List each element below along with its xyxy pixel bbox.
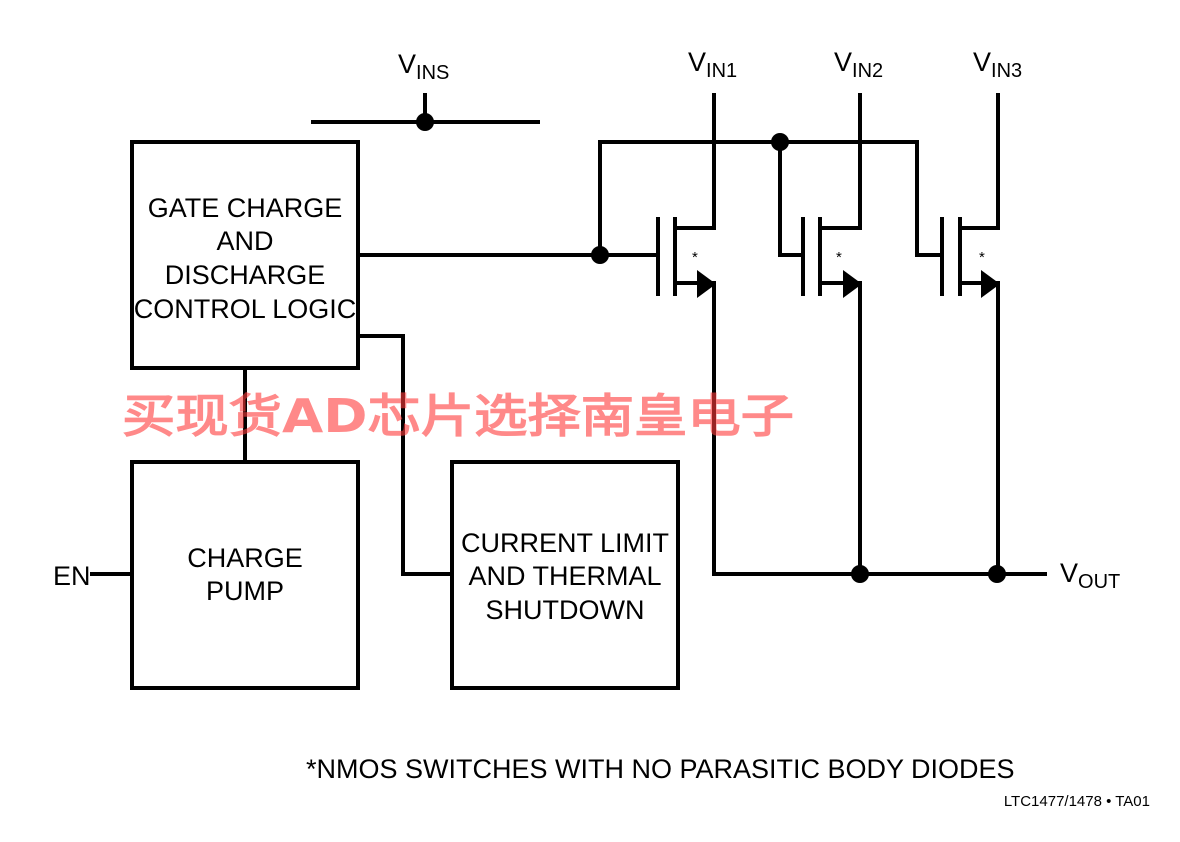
asterisk-2: * <box>836 249 842 266</box>
current-limit-label-3: SHUTDOWN <box>486 595 645 625</box>
gate-logic-label-3: DISCHARGE <box>165 260 326 290</box>
vout-label: VOUT <box>1060 558 1120 593</box>
vins-label: VINS <box>398 49 449 84</box>
vin1-label: VIN1 <box>688 47 737 82</box>
gate-logic-label-1: GATE CHARGE <box>148 193 343 223</box>
en-label: EN <box>53 561 91 591</box>
watermark: 买现货AD芯片选择南皇电子 <box>122 389 794 443</box>
asterisk-3: * <box>979 249 985 266</box>
charge-pump-label-2: PUMP <box>206 576 284 606</box>
charge-pump-label-1: CHARGE <box>187 543 303 573</box>
gate-logic-label-4: CONTROL LOGIC <box>134 294 357 324</box>
nmos-switch-1 <box>656 217 716 298</box>
vin2-label: VIN2 <box>834 47 883 82</box>
source-arrow-icon <box>843 270 862 298</box>
current-limit-label-1: CURRENT LIMIT <box>461 528 669 558</box>
footnote: *NMOS SWITCHES WITH NO PARASITIC BODY DI… <box>306 754 1015 784</box>
source-arrow-icon <box>981 270 1000 298</box>
figure-id: LTC1477/1478 • TA01 <box>1004 793 1150 810</box>
nmos-switch-2 <box>801 217 862 298</box>
wires <box>90 93 1047 576</box>
junction-dots <box>416 113 1006 583</box>
current-limit-label-2: AND THERMAL <box>468 561 661 591</box>
nmos-switch-3 <box>940 217 1000 298</box>
charge-pump-block <box>130 460 360 690</box>
vin3-label: VIN3 <box>973 47 1022 82</box>
source-arrow-icon <box>697 270 716 298</box>
asterisk-1: * <box>692 249 698 266</box>
gate-logic-label-2: AND <box>216 226 273 256</box>
